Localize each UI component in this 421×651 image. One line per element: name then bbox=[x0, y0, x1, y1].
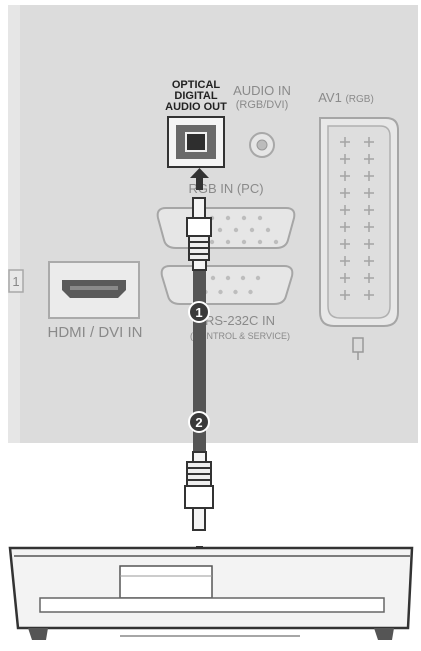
device-optical-input[interactable] bbox=[119, 565, 213, 599]
rgb-in-port[interactable] bbox=[156, 207, 296, 249]
scart-pin bbox=[340, 222, 350, 232]
av1-scart-connector[interactable] bbox=[319, 117, 399, 327]
dsub-pin bbox=[233, 289, 238, 295]
hdmi-dvi-in-label: HDMI / DVI IN bbox=[47, 324, 142, 341]
scart-pin bbox=[364, 273, 374, 283]
scart-pin bbox=[340, 154, 350, 164]
scart-pin bbox=[340, 205, 350, 215]
step-1-number: 1 bbox=[195, 305, 202, 320]
hdmi-dvi-in-port[interactable] bbox=[48, 261, 140, 319]
dsub-pin bbox=[265, 227, 271, 233]
ground-icon bbox=[352, 337, 364, 360]
optical-audio-out-port[interactable] bbox=[167, 116, 225, 168]
dsub-pin bbox=[273, 239, 279, 245]
scart-pin bbox=[364, 137, 374, 147]
scart-pin bbox=[364, 171, 374, 181]
scart-pin bbox=[340, 137, 350, 147]
hdmi-port-number: 1 bbox=[12, 274, 19, 289]
dsub-pin bbox=[249, 227, 255, 233]
scart-pin bbox=[364, 222, 374, 232]
dsub-pin bbox=[225, 275, 231, 281]
insert-arrow-up-icon bbox=[190, 168, 209, 190]
step-1-badge: 1 bbox=[188, 301, 210, 323]
scart-pin bbox=[364, 256, 374, 266]
scart-pin bbox=[364, 205, 374, 215]
scart-pin bbox=[340, 273, 350, 283]
scart-pin bbox=[340, 256, 350, 266]
scart-pin bbox=[364, 290, 374, 300]
dsub-pin bbox=[240, 275, 246, 281]
hdmi-port-number-box: 1 bbox=[8, 269, 24, 293]
scart-pin bbox=[364, 188, 374, 198]
dsub-pin bbox=[217, 227, 223, 233]
step-2-badge: 2 bbox=[188, 411, 210, 433]
audio-in-jack[interactable] bbox=[249, 132, 275, 158]
dsub-pin bbox=[225, 215, 231, 221]
dsub-pin bbox=[209, 239, 215, 245]
scart-pin bbox=[364, 154, 374, 164]
rs232c-sub-label: (CONTROL & SERVICE) bbox=[190, 331, 290, 341]
scart-pin bbox=[340, 290, 350, 300]
dsub-pin bbox=[241, 239, 247, 245]
upper-optical-plug bbox=[186, 197, 212, 271]
dsub-pin bbox=[257, 215, 263, 221]
optical-label-line1: OPTICAL bbox=[172, 79, 221, 91]
dsub-pin bbox=[255, 275, 261, 281]
scart-pin bbox=[364, 239, 374, 249]
dsub-pin bbox=[225, 239, 231, 245]
dsub-pin bbox=[218, 289, 223, 295]
rs232c-label: RS-232C IN bbox=[205, 313, 275, 328]
lower-optical-plug bbox=[184, 451, 214, 531]
optical-label-line2: DIGITAL bbox=[174, 90, 217, 102]
audio-in-sub-label: (RGB/DVI) bbox=[236, 99, 289, 111]
step-2-number: 2 bbox=[195, 415, 202, 430]
audio-in-label: AUDIO IN bbox=[233, 83, 291, 98]
dsub-pin bbox=[210, 275, 216, 281]
dsub-pin bbox=[241, 215, 247, 221]
audio-device bbox=[8, 546, 414, 640]
scart-pin bbox=[340, 188, 350, 198]
optical-label-line3: AUDIO OUT bbox=[165, 101, 227, 113]
scart-pin bbox=[340, 171, 350, 181]
tv-rear-panel-left-strip bbox=[8, 5, 20, 443]
av1-label: AV1 (RGB) bbox=[318, 90, 374, 105]
dsub-pin bbox=[233, 227, 239, 233]
dsub-pin bbox=[248, 289, 253, 295]
scart-pin bbox=[340, 239, 350, 249]
rs232c-port[interactable] bbox=[160, 265, 294, 305]
dsub-pin bbox=[257, 239, 263, 245]
rgb-in-label: RGB IN (PC) bbox=[188, 181, 263, 196]
